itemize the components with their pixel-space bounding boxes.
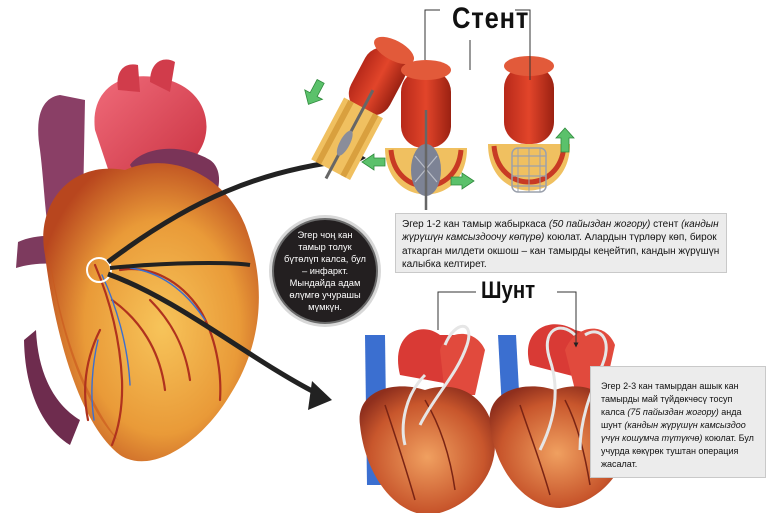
- stent-text: коюлат. Алардын түрлөрү көп, бирок аткар…: [402, 232, 720, 271]
- shunt-illustrations: [359, 291, 625, 513]
- shunt-text-italic: (75 пайыздан жогору): [627, 407, 719, 417]
- aorta-branch: [117, 64, 140, 92]
- stent-text-italic: (50 пайыздан жогору): [548, 219, 651, 230]
- infarct-callout-text: Эгер чоң кан тамыр толук бүтөлүп калса, …: [284, 230, 366, 312]
- aorta-branch: [150, 59, 175, 92]
- shunt-text: анда шунт: [601, 407, 742, 430]
- descending-aorta: [24, 330, 80, 445]
- stent-step-3: [488, 56, 570, 193]
- stent-text: стент: [650, 219, 682, 230]
- blockage-marker: [86, 257, 112, 283]
- stent-step-2: [385, 60, 467, 210]
- stent-description-box: Эгер 1-2 кан тамыр жабыркаса (50 пайызда…: [395, 213, 727, 273]
- stent-text-italic: (кандын жүрүшүн камсыздоочу көпүрө): [402, 219, 719, 244]
- infarct-callout: Эгер чоң кан тамыр толук бүтөлүп калса, …: [272, 218, 378, 324]
- stent-text: Эгер 1-2 кан тамыр жабыркаса: [402, 219, 549, 230]
- heart-body: [43, 163, 259, 462]
- shunt-description-box: Эгер 2-3 кан тамырдан ашык кан тамырды м…: [590, 366, 766, 478]
- shunt-title: Шунт: [481, 277, 536, 304]
- green-arrows: [304, 78, 575, 190]
- stent-step-1: [311, 36, 415, 180]
- shunt-text: Эгер 2-3 кан тамырдан ашык кан тамырды м…: [601, 381, 739, 417]
- heart-illustration: [16, 59, 259, 462]
- shunt-text-italic: (кандын жүрүшүн камсыздоо үчүн кошумча т…: [601, 420, 746, 443]
- stent-illustrations: [304, 9, 575, 210]
- shunt-text: коюлат. Бул учурда көкүрөк туштан операц…: [601, 433, 754, 469]
- shunt-heart-1: [359, 324, 495, 513]
- stent-title: Стент: [452, 2, 530, 35]
